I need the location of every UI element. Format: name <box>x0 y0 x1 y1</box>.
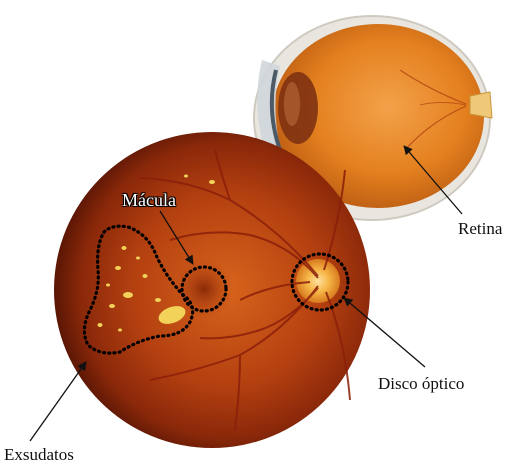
retinal-fundus-photo <box>54 132 370 448</box>
exudates-label: Exsudatos <box>4 446 74 463</box>
retina-label: Retina <box>458 220 502 237</box>
macula-label: Mácula <box>122 191 176 209</box>
optic-disc-label: Disco óptico <box>378 375 464 392</box>
exudates-arrow <box>30 362 86 441</box>
